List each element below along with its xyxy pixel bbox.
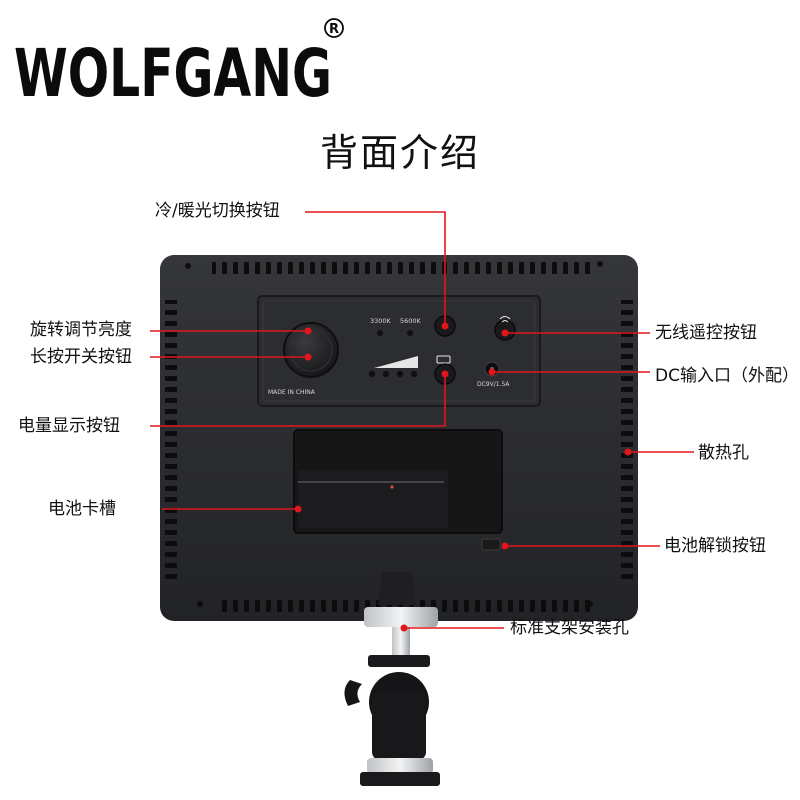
callout-power-long-press: 长按开关按钮	[30, 347, 132, 367]
dc-rating-mark: DC9V/1.5A	[477, 381, 510, 388]
temp-high-mark: 5600K	[400, 317, 422, 325]
vent-top	[212, 262, 592, 274]
callout-temp-switch: 冷/暖光切换按钮	[155, 201, 280, 221]
callout-line-battery-display	[150, 374, 446, 427]
callout-battery-slot: 电池卡槽	[48, 499, 116, 519]
temp-low-mark: 3300K	[370, 317, 392, 325]
vent-bottom	[220, 600, 596, 612]
vent-left	[165, 300, 177, 582]
page-title: 背面介绍	[319, 131, 480, 175]
callout-line-temp	[305, 211, 446, 326]
callout-cooling-holes: 散热孔	[698, 443, 749, 463]
svg-text:R: R	[329, 22, 339, 37]
made-in-mark: MADE IN CHINA	[268, 389, 316, 396]
battery-release-button	[481, 538, 501, 551]
ball-head	[368, 655, 430, 667]
wolfgang-logo: WOLFGANG R	[14, 18, 344, 110]
callout-brightness-knob: 旋转调节亮度	[30, 320, 132, 340]
mount-stem	[378, 572, 416, 605]
callout-remote-button: 无线遥控按钮	[655, 323, 757, 343]
mount-hole	[364, 607, 438, 627]
svg-text:WOLFGANG: WOLFGANG	[14, 35, 332, 110]
level-ramp	[374, 356, 418, 368]
callout-lines	[150, 211, 694, 629]
callout-battery-release: 电池解锁按钮	[664, 536, 766, 556]
control-panel	[257, 295, 541, 407]
vent-right	[621, 300, 633, 582]
callout-mount-hole: 标准支架安装孔	[510, 618, 629, 638]
callout-dc-input: DC输入口（外配）	[655, 366, 799, 386]
battery-level-indicators	[368, 370, 418, 378]
callout-battery-display-button: 电量显示按钮	[18, 416, 120, 436]
callout-dots	[294, 322, 632, 632]
brightness-knob	[283, 322, 339, 378]
